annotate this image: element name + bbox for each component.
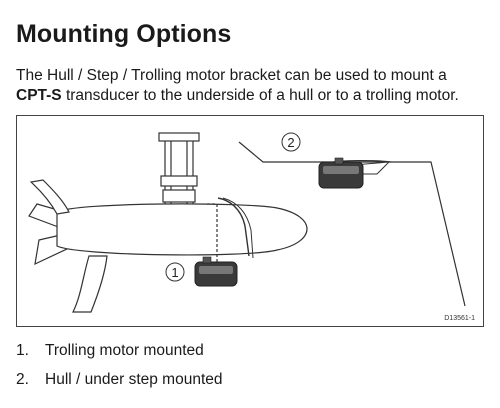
transducer-1	[194, 256, 238, 287]
shaft-collar	[158, 132, 200, 142]
mounting-illustration: 1 2 D13561-1	[16, 115, 484, 327]
callout-1-circle	[165, 262, 185, 282]
list-text: Trolling motor mounted	[45, 342, 204, 359]
figure-code: D13561-1	[444, 315, 475, 322]
intro-line-2: transducer to the underside of a hull or…	[61, 87, 459, 104]
propeller-blade-upper	[29, 179, 70, 215]
transducer-2	[318, 157, 392, 189]
callout-2-circle	[281, 132, 301, 152]
intro-product-name: CPT-S	[16, 87, 62, 104]
intro-line-1: The Hull / Step / Trolling motor bracket…	[16, 67, 447, 84]
trolling-motor	[28, 132, 308, 313]
mounting-diagram: 1 2	[28, 132, 466, 313]
callout-2-label: 2	[287, 135, 294, 150]
page-title: Mounting Options	[16, 20, 232, 48]
list-number: 2.	[16, 371, 29, 388]
motor-housing	[56, 203, 308, 256]
callout-1-label: 1	[171, 265, 178, 280]
propeller-blade-lower	[72, 255, 108, 313]
list-text: Hull / under step mounted	[45, 371, 223, 388]
list-number: 1.	[16, 342, 29, 359]
intro-paragraph: The Hull / Step / Trolling motor bracket…	[16, 66, 496, 106]
